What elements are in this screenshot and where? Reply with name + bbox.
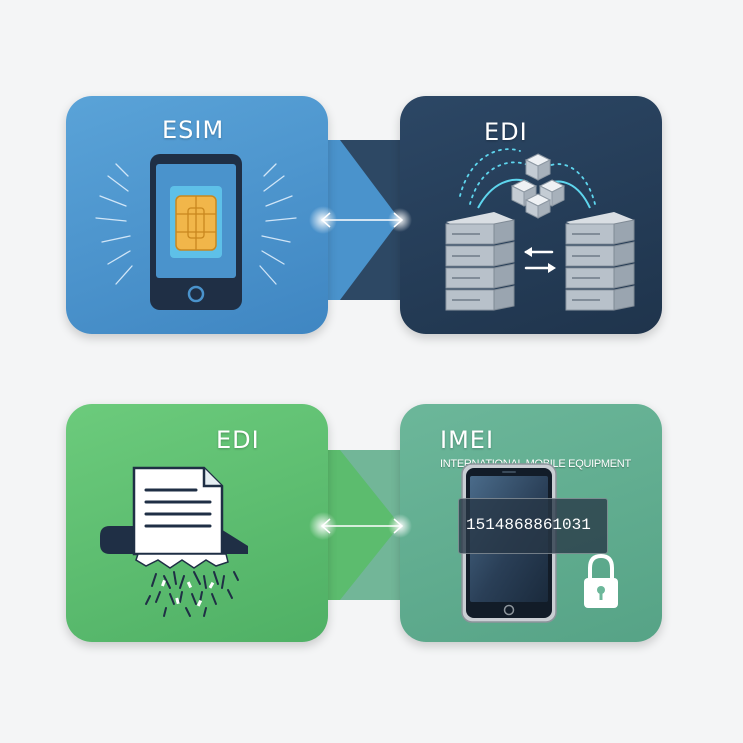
imei-number: 1514868861031 <box>466 516 591 534</box>
imei-title: IMEI <box>440 426 495 454</box>
edi-document-title: EDI <box>216 426 260 454</box>
edi-server-title: EDI <box>484 118 528 146</box>
padlock-icon <box>584 553 618 608</box>
esim-title: ESIM <box>162 116 225 144</box>
imei-number-band <box>458 498 608 554</box>
esim-phone-icon <box>95 154 297 310</box>
document-shredder-icon <box>100 466 248 617</box>
edi-server-panel: EDI <box>400 96 662 334</box>
edi-document-panel: EDI <box>66 404 328 642</box>
esim-panel: ESIM <box>66 96 328 334</box>
server-network-icon <box>445 148 635 311</box>
imei-panel: IMEI INTERNATIONAL MOBILE EQUIPMENT 1514… <box>400 404 662 642</box>
